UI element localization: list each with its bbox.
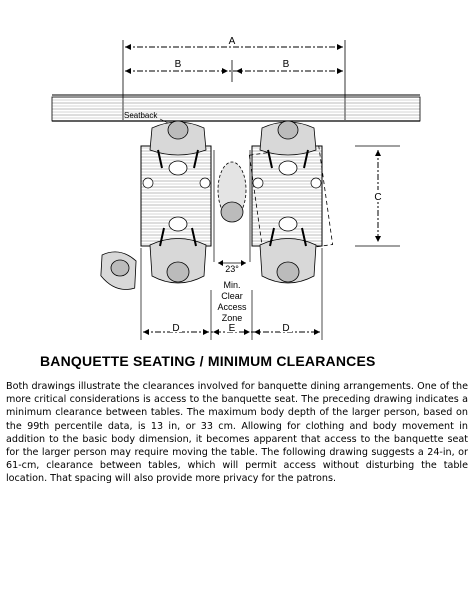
dimension-b: B B — [125, 58, 343, 82]
label-e: E — [229, 323, 236, 334]
zone-label-line2: Clear — [221, 291, 243, 301]
zone-label-line3: Access — [217, 302, 247, 312]
label-a: A — [229, 36, 236, 47]
label-b-left: B — [175, 59, 182, 70]
table-left — [140, 145, 212, 247]
angle-label: 23° — [225, 264, 239, 274]
person-seated-bottom-left — [149, 227, 207, 284]
zone-label-line1: Min. — [223, 280, 240, 290]
banquette-wall — [51, 94, 421, 122]
zone-label-line4: Zone — [222, 313, 243, 323]
person-approaching — [100, 251, 137, 290]
body-paragraph: Both drawings illustrate the clearances … — [6, 381, 468, 485]
dimension-ded: D E D — [140, 248, 323, 340]
seatback-label: Seatback — [124, 111, 158, 120]
label-c: C — [374, 192, 381, 203]
figure-caption: BANQUETTE SEATING / MINIMUM CLEARANCES — [40, 353, 376, 369]
label-d-left: D — [172, 323, 179, 334]
dimension-c: C — [355, 145, 400, 247]
table-right — [248, 145, 334, 255]
person-in-aisle — [217, 161, 247, 223]
banquette-drawing: A B B Seatback — [51, 35, 421, 340]
person-seated-top-left — [149, 120, 207, 169]
label-b-right: B — [283, 59, 290, 70]
label-d-right: D — [282, 323, 289, 334]
person-seated-top-right — [259, 120, 317, 169]
person-seated-bottom-right — [259, 227, 317, 284]
